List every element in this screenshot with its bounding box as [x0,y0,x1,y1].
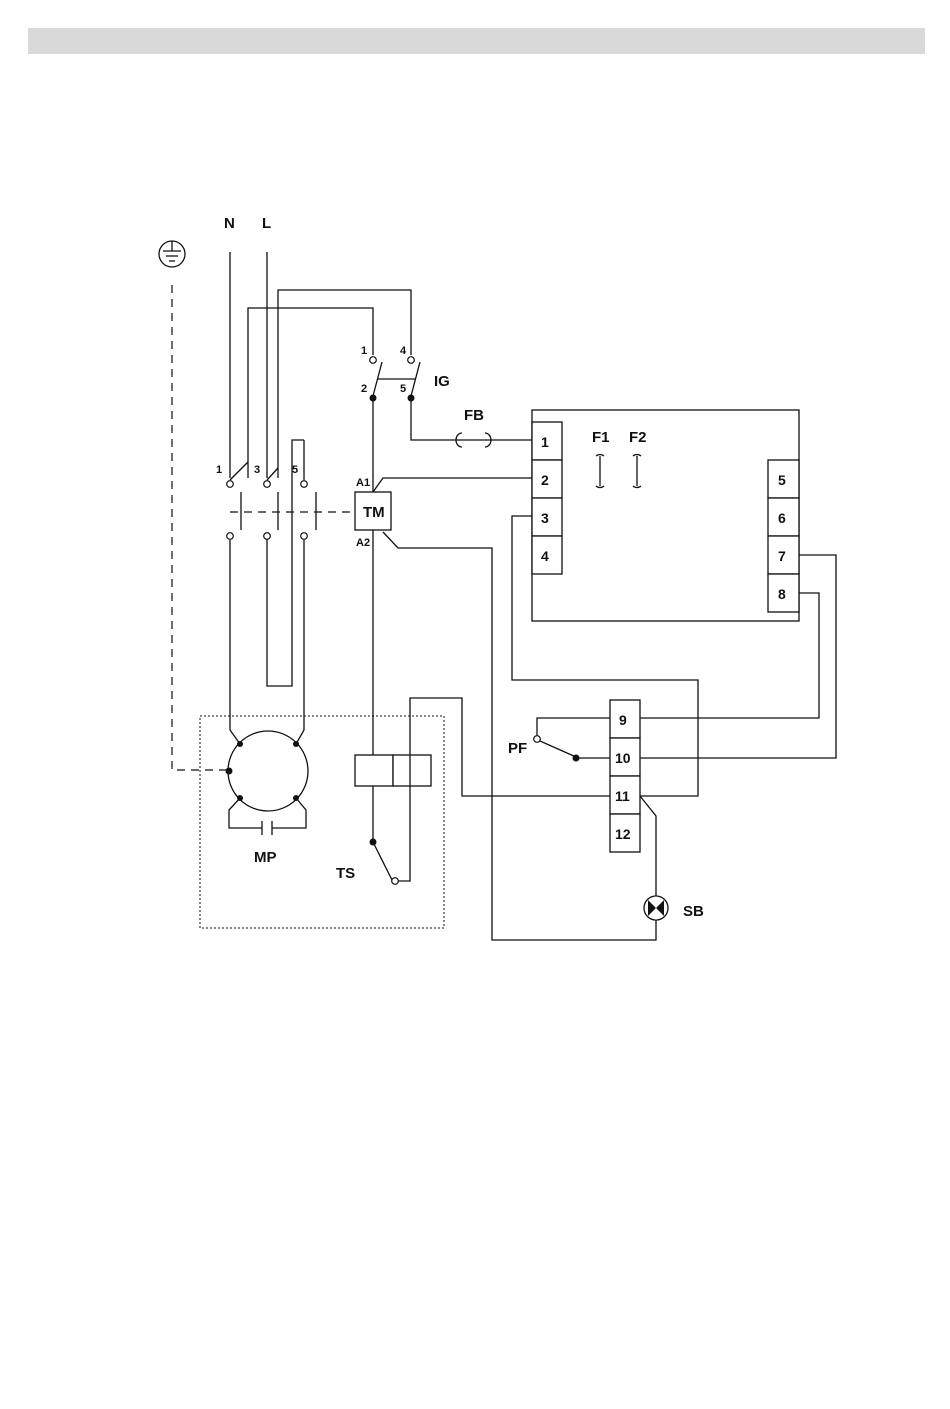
thermal-block-right [393,755,431,786]
label-contactor: TM [363,504,385,521]
board-terminal-7: 7 [778,548,786,564]
earth-conductor [172,285,230,770]
board-terminal-1: 1 [541,434,549,450]
label-fuse: FB [464,407,484,424]
signal-lamp-sb [644,896,668,920]
control-board [532,410,799,621]
block-terminal-10: 10 [615,750,631,766]
pressure-switch-pf [534,718,610,762]
board-terminal-2: 2 [541,472,549,488]
pin-tm-3: 3 [254,464,260,476]
label-signal-lamp: SB [683,903,704,920]
board-terminal-6: 6 [778,510,786,526]
wire-t11-to-lamp [640,796,656,896]
wire-a1-to-t2 [373,478,532,492]
earth-symbol [159,241,185,267]
thermostat-ts [370,698,611,884]
wire-to-ig-4 [278,290,411,478]
wire-ig-to-fuse [411,398,456,440]
pin-tm-5: 5 [292,464,298,476]
fuse-fb [456,433,491,447]
pin-ig-2: 2 [361,383,367,395]
board-terminal-3: 3 [541,510,549,526]
label-fuse-f2: F2 [629,429,647,446]
thermal-block-left [355,755,393,786]
contactor-contacts [227,440,355,686]
board-terminal-8: 8 [778,586,786,602]
block-terminal-11: 11 [615,788,630,804]
pin-a2: A2 [356,537,370,549]
pin-tm-1: 1 [216,464,222,476]
motor-enclosure [200,716,444,928]
label-motor: MP [254,849,277,866]
motor-mp [226,730,309,835]
main-switch-ig [370,357,421,402]
label-neutral: N [224,215,235,232]
label-fuse-f1: F1 [592,429,610,446]
pin-ig-5: 5 [400,383,406,395]
label-line: L [262,215,271,232]
pin-a1: A1 [356,477,370,489]
pin-ig-4: 4 [400,345,407,357]
board-terminal-4: 4 [541,548,549,564]
block-terminal-9: 9 [619,712,627,728]
label-thermostat: TS [336,865,355,882]
board-terminal-5: 5 [778,472,786,488]
label-pressure-switch: PF [508,740,527,757]
pin-ig-1: 1 [361,345,367,357]
block-terminal-12: 12 [615,826,631,842]
label-main-switch: IG [434,373,450,390]
